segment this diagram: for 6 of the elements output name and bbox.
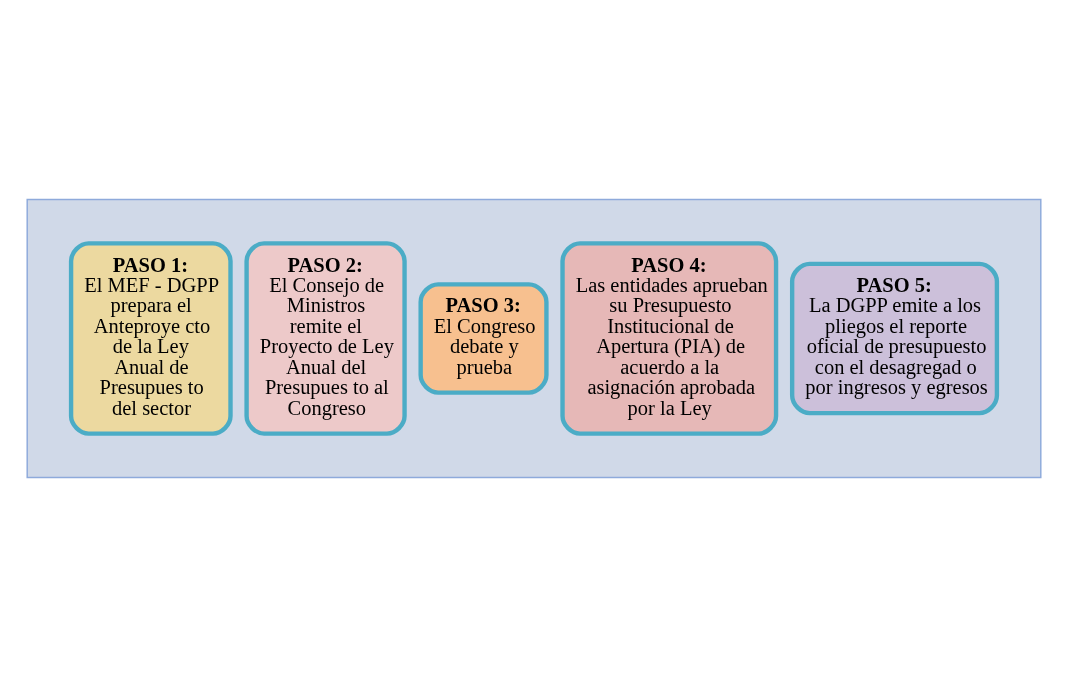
node-box: PASO 1: El MEF - DGPP prepara el Anteproye cto de la Ley Anual de Presupues to del sector [68, 241, 233, 436]
node-box: PASO 3: El Congreso debate y prueba [418, 282, 549, 395]
cluster [26, 198, 1042, 479]
node-box: PASO 2: El Consejo de Ministros remite el Proyecto de Ley Anual del Presupues to al Congreso [244, 241, 407, 436]
node-box: PASO 5: La DGPP emite a los pliegos el reporte oficial de presupuesto con el desagregad o por ingresos y egresos [789, 261, 1000, 416]
node-box: PASO 4: Las entidades aprueban su Presupuesto Institucional de Apertura (PIA) de acuerdo a la asignación aprobada por la Ley [560, 241, 779, 436]
